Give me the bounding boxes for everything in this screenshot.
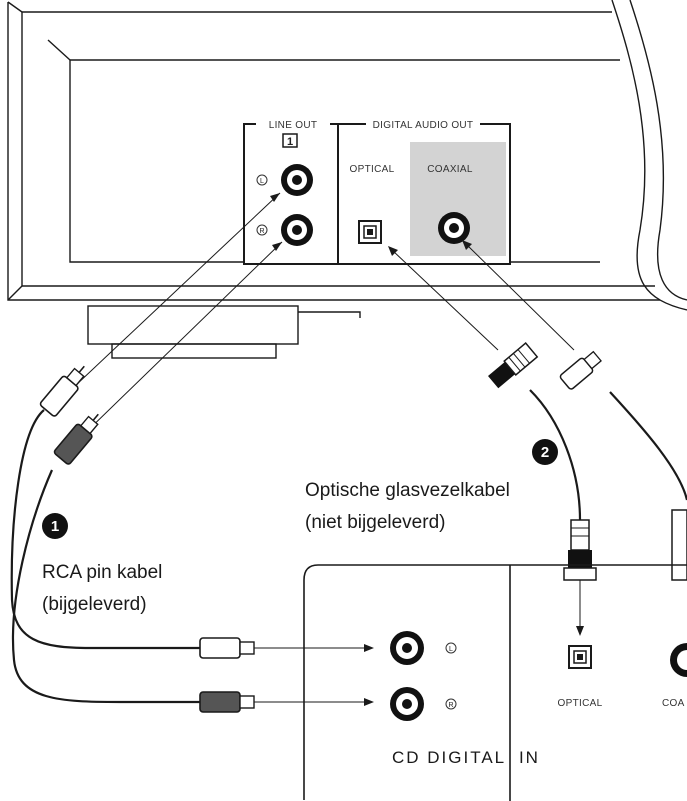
digital-out-label: DIGITAL AUDIO OUT (373, 120, 474, 131)
line-out-label: LINE OUT (269, 120, 318, 131)
optical-cable-caption: Optische glasvezelkabel (305, 480, 510, 501)
line-out-panel: LINE OUT 1 L R (243, 118, 339, 265)
optical-cable (388, 246, 597, 636)
rca-cable (10, 192, 283, 704)
player-unit (7, 0, 687, 359)
rca-right-arrow (272, 242, 282, 251)
player-coaxial-jack (438, 212, 470, 244)
coaxial-cable (462, 240, 687, 581)
rca-left-arrow (270, 193, 280, 202)
recorder-right-mark (445, 698, 457, 710)
recorder-optical-label: OPTICAL (558, 698, 603, 709)
optical-badge: 2 (532, 439, 558, 465)
recorder-optical-jack (568, 645, 592, 669)
player-left-label: L (260, 178, 264, 185)
rca-dark-plug-top (53, 413, 99, 465)
player-optical-label: OPTICAL (350, 164, 395, 175)
recorder-left-jack (390, 631, 424, 665)
recorder-unit (303, 564, 687, 801)
rca-white-plug-top (39, 365, 85, 417)
optical-badge-number: 2 (541, 444, 549, 461)
recorder-coaxial-label: COA (662, 698, 685, 709)
recorder-left-label: L (449, 646, 453, 653)
right-channel-mark (256, 224, 268, 236)
player-coaxial-label: COAXIAL (427, 164, 473, 175)
recorder-input-label: CD DIGITAL IN (392, 748, 540, 767)
rca-white-plug-bottom (199, 637, 374, 659)
recorder-left-mark (445, 642, 457, 654)
digital-audio-out-panel: DIGITAL AUDIO OUT OPTICAL COAXIAL (337, 118, 511, 265)
rca-cable-note: (bijgeleverd) (42, 594, 147, 615)
recorder-right-jack (390, 687, 424, 721)
rca-badge-number: 1 (51, 518, 59, 535)
optical-cable-note: (niet bijgeleverd) (305, 512, 445, 533)
line-out-left-jack (281, 164, 313, 196)
recorder-coaxial-jack (670, 643, 687, 677)
line-out-right-jack (281, 214, 313, 246)
recorder-right-label: R (448, 702, 453, 709)
rca-cable-caption: RCA pin kabel (42, 562, 162, 583)
rca-badge: 1 (42, 513, 68, 539)
left-channel-mark (256, 174, 268, 186)
player-optical-jack (358, 220, 382, 244)
rca-dark-plug-bottom (199, 691, 374, 713)
line-out-index: 1 (287, 136, 293, 148)
player-right-label: R (259, 228, 264, 235)
